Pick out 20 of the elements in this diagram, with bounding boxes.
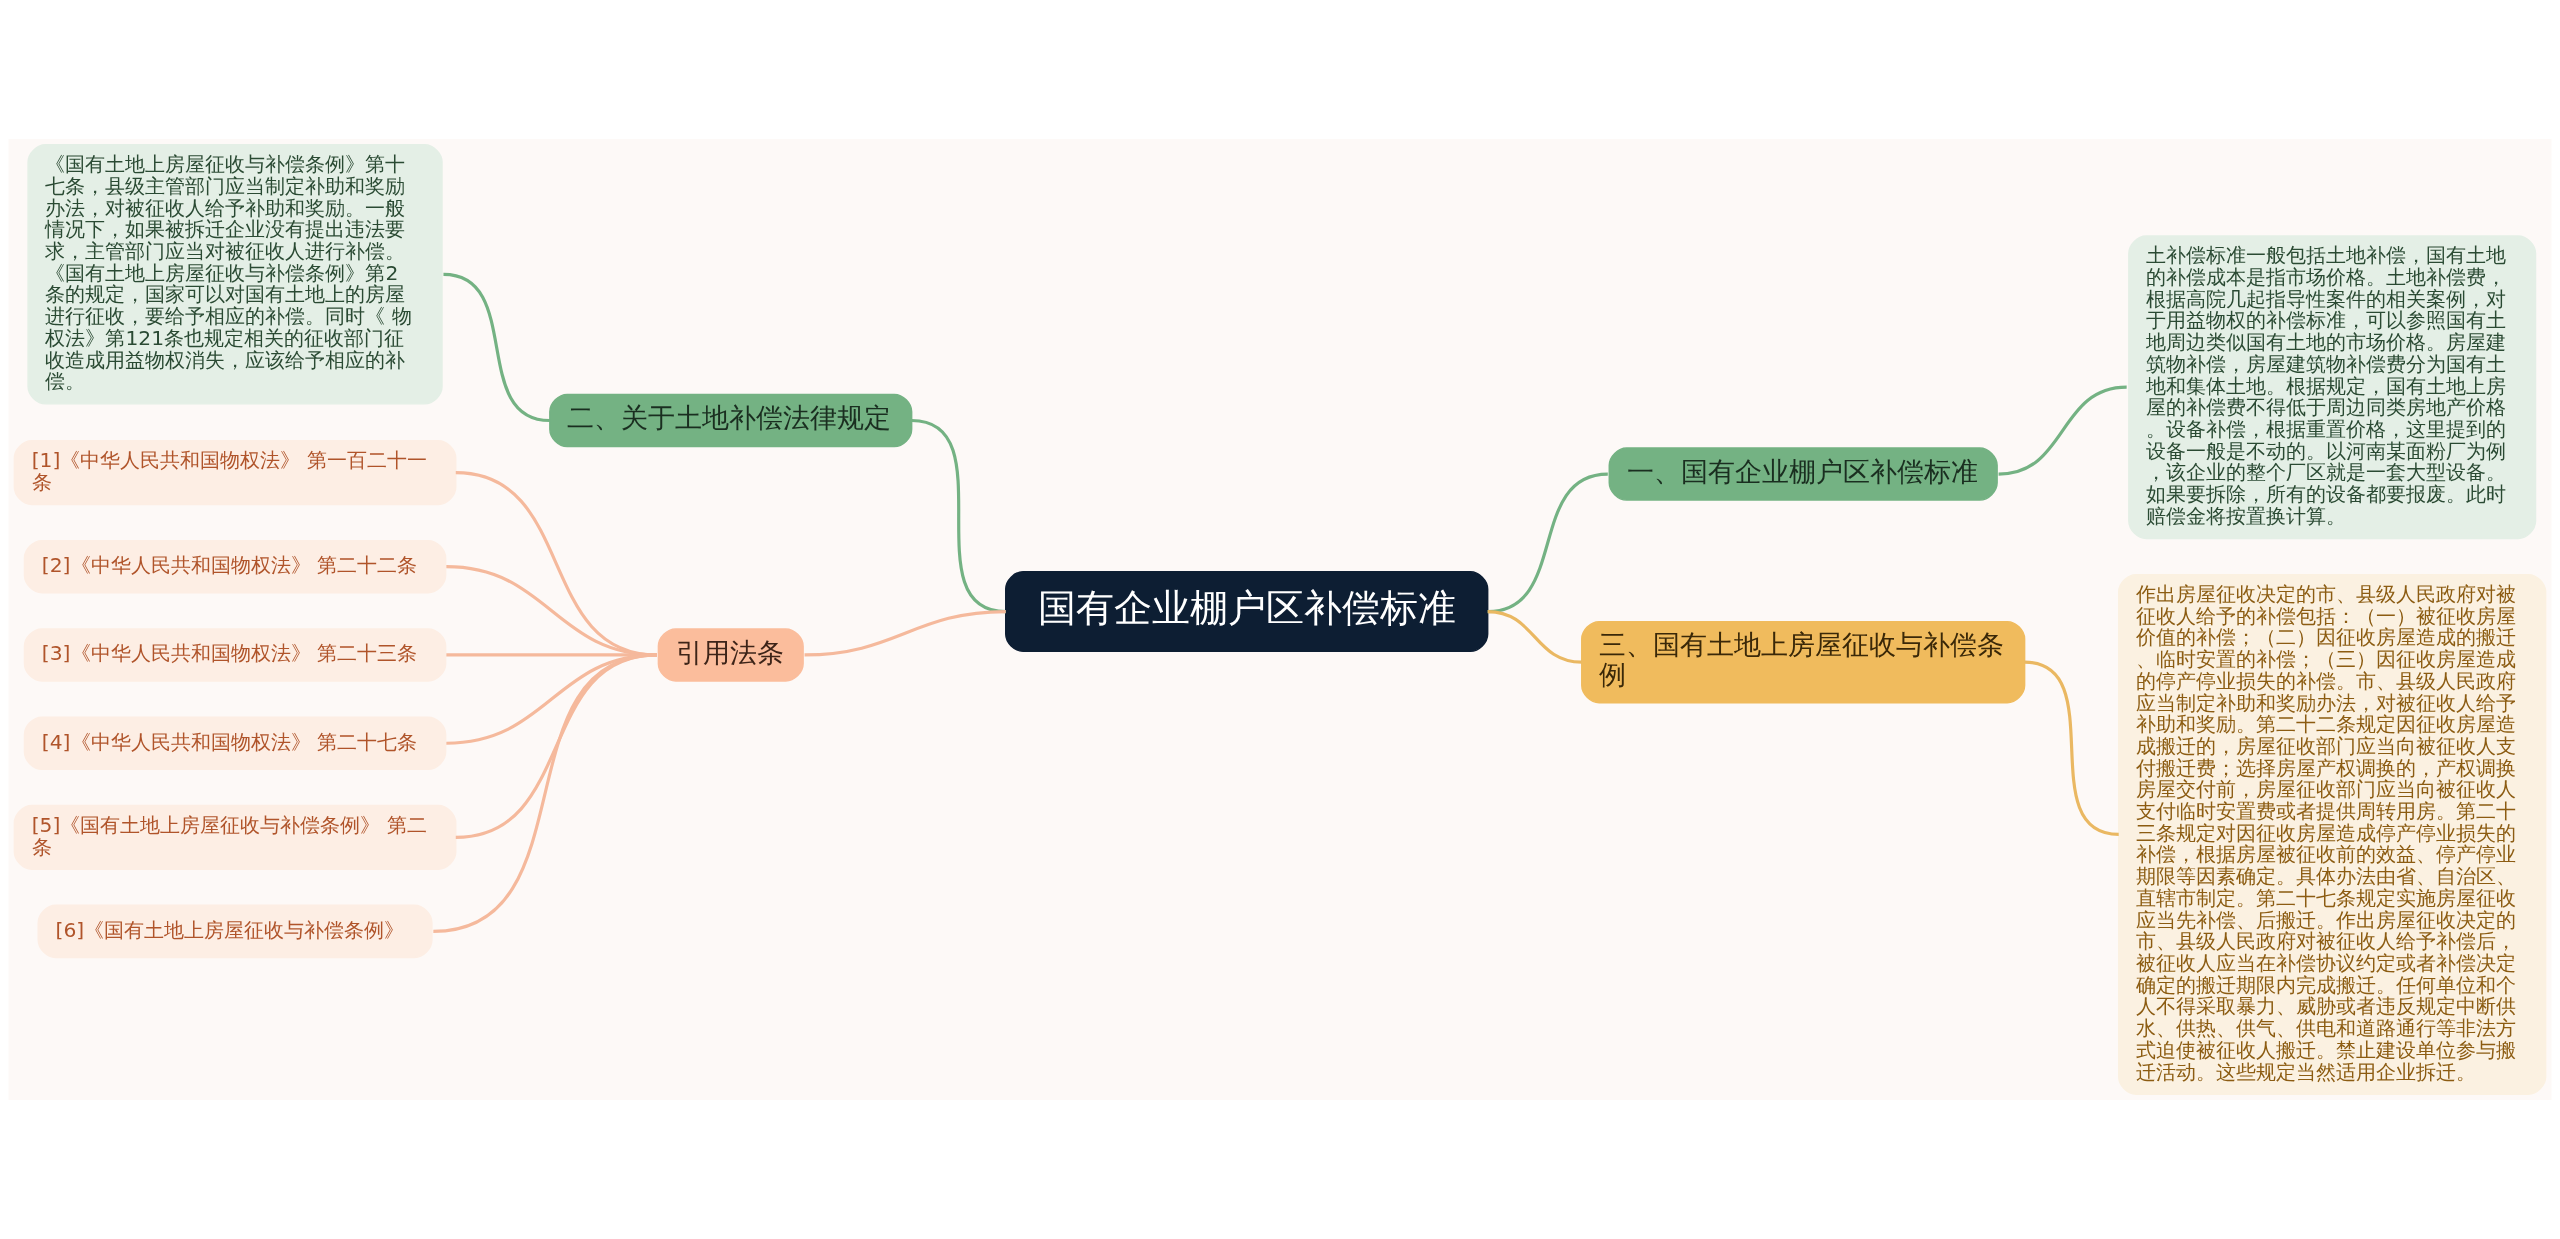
- connector: [443, 272, 551, 423]
- node-box: 三、国有土地上房屋征收与补偿条例: [1581, 620, 2026, 704]
- connector: [1998, 385, 2127, 476]
- connector: [2024, 660, 2119, 836]
- node-box: 引用法条: [657, 628, 804, 682]
- node-box: [1]《中华人民共和国物权法》 第一百二十一条: [13, 440, 457, 506]
- node-box: 作出房屋征收决定的市、县级人民政府对被征收人给予的补偿包括：（一）被征收房屋价值的补偿；（二）因征收房屋造成的搬迁、临时安置的补偿；（三）因征收房屋造成的停产停业损失的补偿。市、县级人民政府应当制定补助和奖励办法，对被征收人给予补助和奖励。第二十二条规定因征收房屋造成搬迁的，房屋征收部门应当向被征收人支付搬迁费；选择房屋产权调换的，产权调换房屋交付前，房屋征收部门应当向被征收人支付临时安置费或者提供周转用房。第二十三条规定对因征收房屋造成停产停业损失的补偿，根据房屋被征收前的效益、停产停业期限等因素确定。具体办法由省、自治区、直辖市制定。第二十七条规定实施房屋征收应当先补偿、后搬迁。作出房屋征收决定的市、县级人民政府对被征收人给予补偿后，被征收人应当在补偿协议约定或者补偿决定确定的搬迁期限内完成搬迁。任何单位和个人不得采取暴力、威胁或者违反规定中断供水、供热、供气、供电和道路通行等非法方式迫使被征收人搬迁。禁止建设单位参与搬迁活动。这些规定当然适用企业拆迁。: [2117, 573, 2547, 1095]
- node-box: [5]《国有土地上房屋征收与补偿条例》 第二条: [13, 804, 457, 870]
- node-box: 一、国有企业棚户区补偿标准: [1608, 447, 1998, 501]
- node-box: 土补偿标准一般包括土地补偿，国有土地的补偿成本是指市场价格。土地补偿费，根据高院几起指导性案件的相关案例，对于用益物权的补偿标准，可以参照国有土地周边类似国有土地的市场价格。房屋建筑物补偿，房屋建筑物补偿费分为国有土地和集体土地。根据规定，国有土地上房屋的补偿费不得低于周边同类房地产价格。设备补偿，根据重置价格，这里提到的设备一般是不动的。以河南某面粉厂为例，该企业的整个厂区就是一套大型设备。如果要拆除，所有的设备都要报废。此时赔偿金将按置换计算。: [2128, 235, 2537, 540]
- node-box: [6]《国有土地上房屋征收与补偿条例》: [37, 904, 433, 959]
- node-box: 国有企业棚户区补偿标准: [1005, 571, 1489, 653]
- connector: [804, 609, 1006, 657]
- connector: [433, 653, 658, 933]
- node-box: 二、关于土地补偿法律规定: [549, 393, 913, 448]
- node-box: 《国有土地上房屋征收与补偿条例》第十七条，县级主管部门应当制定补助和奖励办法，对被征收人给予补助和奖励。一般情况下，如果被拆迁企业没有提出违法要求，主管部门应当对被征收人进行补偿。《国有土地上房屋征收与补偿条例》第2条的规定，国家可以对国有土地上的房屋进行征收，要给予相应的补偿。同时《 物权法》第121条也规定相关的征收部门征收造成用益物权消失，应该给予相应的补偿。: [27, 144, 443, 405]
- node-box: [4]《中华人民共和国物权法》 第二十七条: [23, 716, 447, 770]
- node-box: [2]《中华人民共和国物权法》 第二十二条: [23, 539, 447, 594]
- connector: [1487, 609, 1582, 664]
- node-box: [3]《中华人民共和国物权法》 第二十三条: [23, 628, 447, 682]
